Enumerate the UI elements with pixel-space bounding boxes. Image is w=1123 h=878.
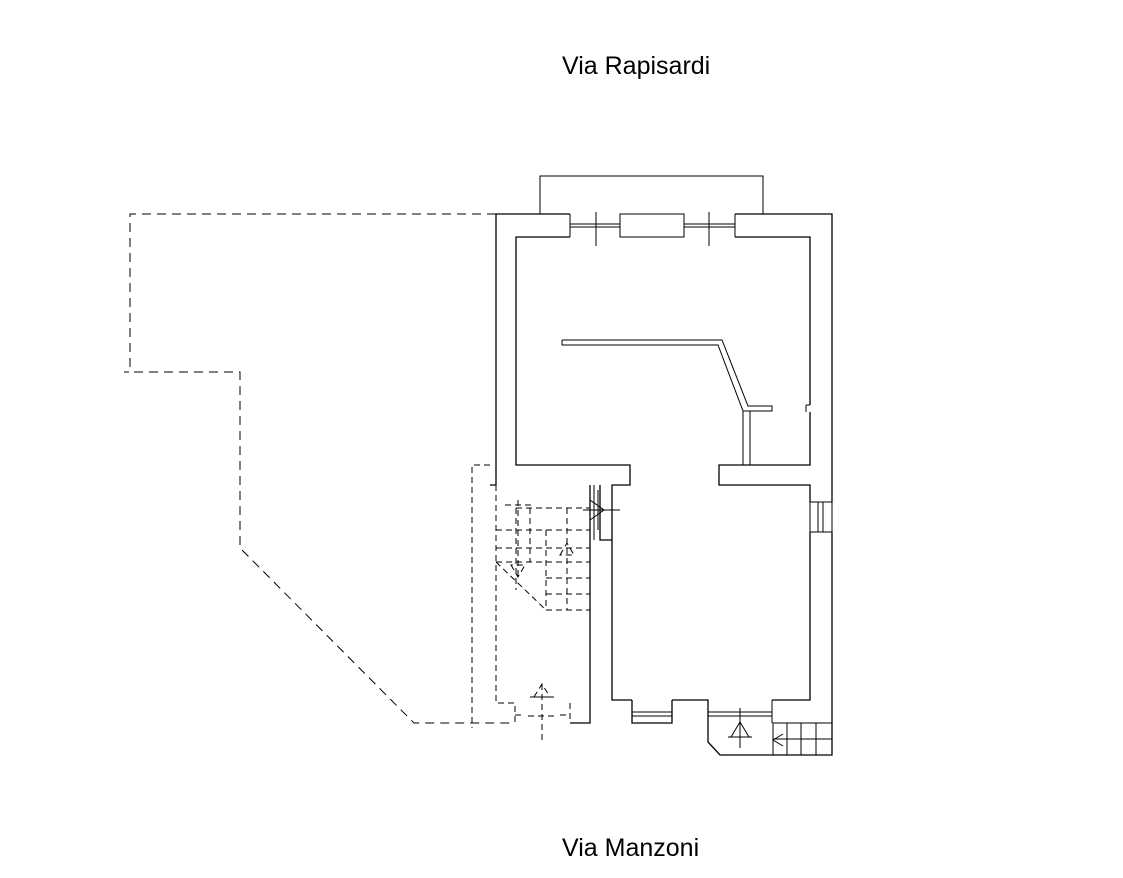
- lot-boundary: [124, 213, 515, 724]
- outdoor-steps: [772, 722, 833, 756]
- east-window: [809, 501, 833, 533]
- stair-entry-arrow: [528, 683, 556, 742]
- south-windows: [632, 700, 773, 723]
- outer-walls: [490, 213, 833, 756]
- stair-enclosure: [471, 464, 571, 728]
- north-balcony: [539, 175, 764, 214]
- entry-arrow-south: [728, 708, 752, 748]
- internal-stair: [495, 500, 591, 611]
- kitchen-counter: [561, 339, 810, 465]
- street-label-south: Via Manzoni: [562, 834, 700, 862]
- street-label-north: Via Rapisardi: [562, 52, 711, 80]
- door-west-arrow: [583, 485, 620, 540]
- north-windows: [569, 212, 736, 246]
